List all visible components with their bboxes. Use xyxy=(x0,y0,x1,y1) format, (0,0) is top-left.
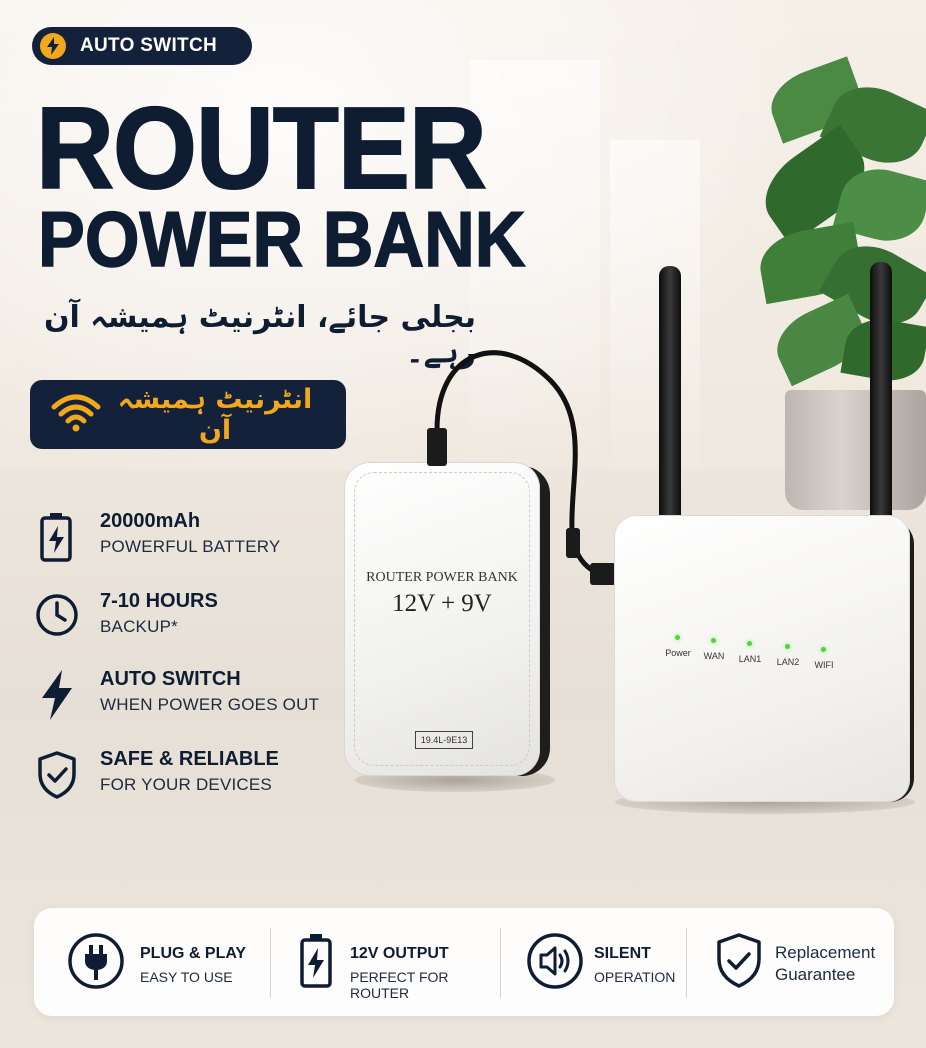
power-bank-voltage: 12V + 9V xyxy=(392,590,492,617)
window-light xyxy=(470,60,600,480)
feature-subtitle: WHEN POWER GOES OUT xyxy=(100,695,320,714)
benefit-subtitle: Guarantee xyxy=(775,965,856,984)
speaker-icon xyxy=(526,932,584,994)
lightning-bolt-icon xyxy=(40,33,66,59)
feature-backup: 7-10 HOURS BACKUP* xyxy=(34,588,334,648)
benefit-silent: SILENT OPERATION xyxy=(500,908,686,1016)
led-label-lan2: LAN2 xyxy=(776,657,800,667)
power-bank xyxy=(344,462,540,776)
power-bank-code: 19.4L-9E13 xyxy=(415,731,473,749)
led-lan1 xyxy=(747,641,752,646)
pill-label: انٹرنیٹ ہمیشہ آن xyxy=(117,383,313,446)
urdu-tagline: بجلی جائے، انٹرنیٹ ہمیشہ آن رہے۔ xyxy=(43,300,476,370)
lightning-bolt-icon xyxy=(34,670,80,720)
divider xyxy=(500,928,501,998)
clock-icon xyxy=(34,592,80,638)
benefit-replacement-guarantee: Replacement Guarantee xyxy=(686,908,894,1016)
led-label-wifi: WIFI xyxy=(814,660,834,670)
led-label-lan1: LAN1 xyxy=(738,654,762,664)
plant-pot xyxy=(785,390,926,510)
feature-title: AUTO SWITCH xyxy=(100,668,241,690)
dc-plug xyxy=(427,428,447,466)
benefit-subtitle: OPERATION xyxy=(594,969,676,985)
battery-bolt-icon xyxy=(298,932,334,994)
feature-subtitle: FOR YOUR DEVICES xyxy=(100,775,272,794)
router-antenna-right xyxy=(870,262,892,524)
auto-switch-badge: AUTO SWITCH xyxy=(32,27,252,65)
benefit-title: Replacement xyxy=(775,943,876,962)
wifi-icon xyxy=(50,393,102,437)
divider xyxy=(686,928,687,998)
feature-subtitle: POWERFUL BATTERY xyxy=(100,537,281,556)
benefit-title: SILENT xyxy=(594,945,651,962)
divider xyxy=(270,928,271,998)
benefit-title: 12V OUTPUT xyxy=(350,945,449,962)
power-bank-label: ROUTER POWER BANK xyxy=(366,570,518,585)
feature-subtitle: BACKUP* xyxy=(100,617,178,636)
feature-auto-switch: AUTO SWITCH WHEN POWER GOES OUT xyxy=(34,666,334,726)
feature-battery: 20000mAh POWERFUL BATTERY xyxy=(34,508,334,568)
feature-title: SAFE & RELIABLE xyxy=(100,748,279,770)
feature-safety: SAFE & RELIABLE FOR YOUR DEVICES xyxy=(34,746,334,806)
benefit-subtitle: EASY TO USE xyxy=(140,969,233,985)
feature-title: 20000mAh xyxy=(100,510,201,532)
led-power xyxy=(675,635,680,640)
feature-title: 7-10 HOURS xyxy=(100,590,218,612)
benefit-12v-output: 12V OUTPUT PERFECT FOR ROUTER xyxy=(270,908,500,1016)
router xyxy=(614,515,910,802)
shield-check-icon xyxy=(714,932,764,994)
plug-icon xyxy=(68,932,124,994)
led-label-wan: WAN xyxy=(703,651,725,661)
page-title-line1: ROUTER xyxy=(35,83,488,213)
led-wan xyxy=(711,638,716,643)
benefit-plug-and-play: PLUG & PLAY EASY TO USE xyxy=(34,908,270,1016)
benefit-title: PLUG & PLAY xyxy=(140,945,247,962)
benefits-bar: PLUG & PLAY EASY TO USE 12V OUTPUT PERFE… xyxy=(34,908,894,1016)
page-title-line2: POWER BANK xyxy=(37,195,526,283)
battery-icon xyxy=(34,512,80,562)
led-label-power: Power xyxy=(665,648,691,658)
always-on-pill: انٹرنیٹ ہمیشہ آن xyxy=(30,380,346,449)
led-lan2 xyxy=(785,644,790,649)
window-light xyxy=(610,140,700,500)
badge-label: AUTO SWITCH xyxy=(80,35,217,56)
router-antenna-left xyxy=(659,266,681,522)
benefit-subtitle: PERFECT FOR ROUTER xyxy=(350,969,449,1001)
led-wifi xyxy=(821,647,826,652)
shield-check-icon xyxy=(34,750,80,799)
